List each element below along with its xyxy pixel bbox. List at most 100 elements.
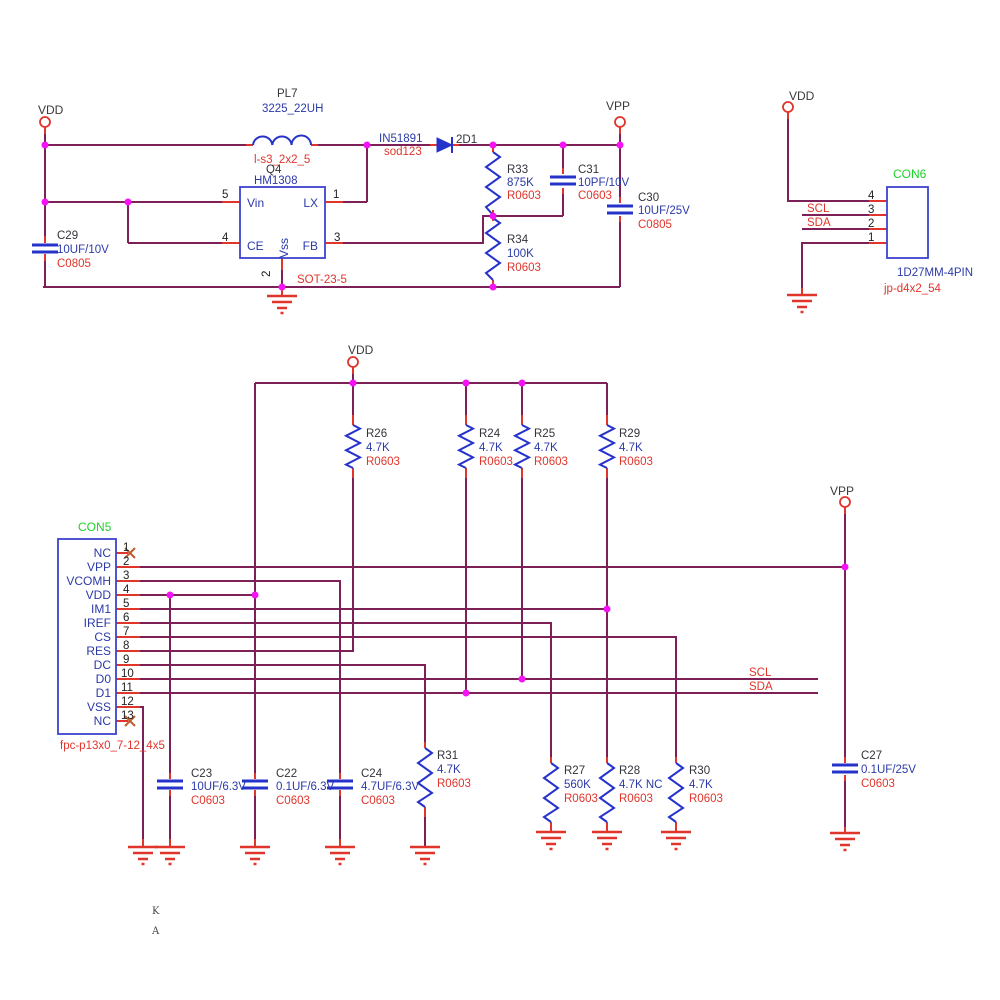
con5-section: CON5 fpc-p13x0_7-12_4x5 NC VPP VCOMH VDD… — [60, 520, 165, 752]
vdd-terminal-icon — [347, 356, 359, 368]
r27-footprint: R0603 — [564, 793, 598, 805]
con6-name: CON6 — [893, 167, 927, 181]
con5-pin-num: 7 — [123, 626, 129, 638]
con5-pin-label: NC — [94, 714, 112, 728]
r25-value: 4.7K — [534, 442, 558, 454]
ic-pin-lx: LX — [303, 196, 318, 210]
capacitor-c31 — [548, 175, 578, 186]
con6-pin-num: 2 — [868, 218, 874, 230]
r25-footprint: R0603 — [534, 456, 568, 468]
ground-icon — [408, 845, 442, 866]
ic-pin-vin: Vin — [247, 196, 264, 210]
vpp-terminal-icon — [614, 116, 626, 128]
wire — [44, 127, 621, 287]
resistor-r24 — [456, 424, 476, 469]
ground-icon — [534, 830, 568, 851]
ground-icon — [659, 830, 693, 851]
stub — [116, 552, 140, 722]
ground-icon — [785, 293, 819, 314]
vpp-terminal-icon — [839, 496, 851, 508]
r28-footprint: R0603 — [619, 793, 653, 805]
diode-footprint: sod123 — [384, 146, 422, 158]
resistor-r25 — [512, 424, 532, 469]
stub — [801, 200, 887, 295]
resistor-r33 — [484, 151, 502, 216]
con6-body — [886, 186, 929, 259]
ground-icon — [828, 831, 862, 852]
power-terminals — [39, 101, 851, 508]
stub — [44, 112, 846, 514]
con6-pin-num: 4 — [868, 190, 875, 202]
ic-value: HM1308 — [254, 175, 297, 187]
ground-icon — [265, 294, 299, 315]
c24-value: 4.7UF/6.3V — [361, 781, 419, 793]
c27-ref: C27 — [861, 750, 882, 762]
diode-value: IN51891 — [379, 133, 422, 145]
inductor-icon — [252, 134, 312, 146]
r27-value: 560K — [564, 779, 591, 791]
r34-value: 100K — [507, 248, 534, 260]
resistor-r30 — [667, 762, 685, 823]
con5-pin-label: D0 — [96, 672, 112, 686]
c31-value: 10PF/10V — [578, 177, 629, 189]
vpp-net-label: VPP — [830, 484, 854, 498]
diode-icon — [436, 137, 454, 153]
stub — [44, 144, 343, 296]
con5-pin-num: 6 — [123, 612, 129, 624]
con5-footprint: fpc-p13x0_7-12_4x5 — [60, 740, 165, 752]
con5-pin-num: 3 — [123, 570, 129, 582]
r31-ref: R31 — [437, 750, 458, 762]
diode-ref: 2D1 — [456, 134, 477, 146]
con5-pin-label: NC — [94, 546, 112, 560]
c29-value: 10UF/10V — [57, 244, 109, 256]
ground-icon — [590, 830, 624, 851]
capacitor-c29 — [30, 243, 60, 254]
watermark-line2: A — [151, 926, 160, 937]
ground-icon — [126, 845, 160, 866]
con6-pin-num: 1 — [868, 232, 874, 244]
r26-footprint: R0603 — [366, 456, 400, 468]
scl-net-label: SCL — [749, 667, 772, 679]
sda-net-label: SDA — [807, 217, 831, 229]
capacitor-c27 — [830, 763, 860, 774]
con6-footprint: jp-d4x2_54 — [883, 283, 942, 295]
wire — [140, 566, 845, 847]
grounds — [126, 293, 862, 866]
r25-ref: R25 — [534, 428, 555, 440]
r24-value: 4.7K — [479, 442, 503, 454]
c24-ref: C24 — [361, 768, 383, 780]
ground-icon — [238, 845, 272, 866]
r26-value: 4.7K — [366, 442, 390, 454]
vdd-terminal-icon — [782, 101, 794, 113]
r33-footprint: R0603 — [507, 190, 541, 202]
c31-footprint: C0603 — [578, 190, 612, 202]
symbols — [30, 134, 929, 823]
r33-ref: R33 — [507, 164, 528, 176]
junction-dots — [41, 141, 849, 697]
capacitor-c23 — [155, 779, 185, 790]
vdd-net-label: VDD — [38, 103, 64, 117]
c24-footprint: C0603 — [361, 795, 395, 807]
inductor-value: 3225_22UH — [262, 103, 323, 115]
con5-pin-num: 11 — [121, 682, 133, 694]
bottom-section: VPP SCL SDA C23 10UF/6.3V C0603 C22 0.1U… — [191, 484, 916, 807]
ic-footprint: SOT-23-5 — [297, 274, 347, 286]
scl-net-label: SCL — [807, 203, 830, 215]
resistor-r26 — [343, 424, 363, 469]
nc-x-icon — [124, 715, 136, 727]
vpp-net-label: VPP — [606, 99, 630, 113]
resistor-r28 — [598, 762, 616, 823]
con5-pin-label: IM1 — [91, 602, 111, 616]
resistor-r31 — [416, 747, 434, 808]
stub — [142, 773, 341, 847]
c29-footprint: C0805 — [57, 258, 91, 270]
r30-value: 4.7K — [689, 779, 713, 791]
r31-footprint: R0603 — [437, 778, 471, 790]
ic-pin-vss: Vss — [277, 238, 291, 258]
r24-footprint: R0603 — [479, 456, 513, 468]
con5-body — [57, 538, 117, 735]
con6-pin-num: 3 — [868, 204, 874, 216]
c23-ref: C23 — [191, 768, 212, 780]
nc-x-icon — [124, 547, 136, 559]
